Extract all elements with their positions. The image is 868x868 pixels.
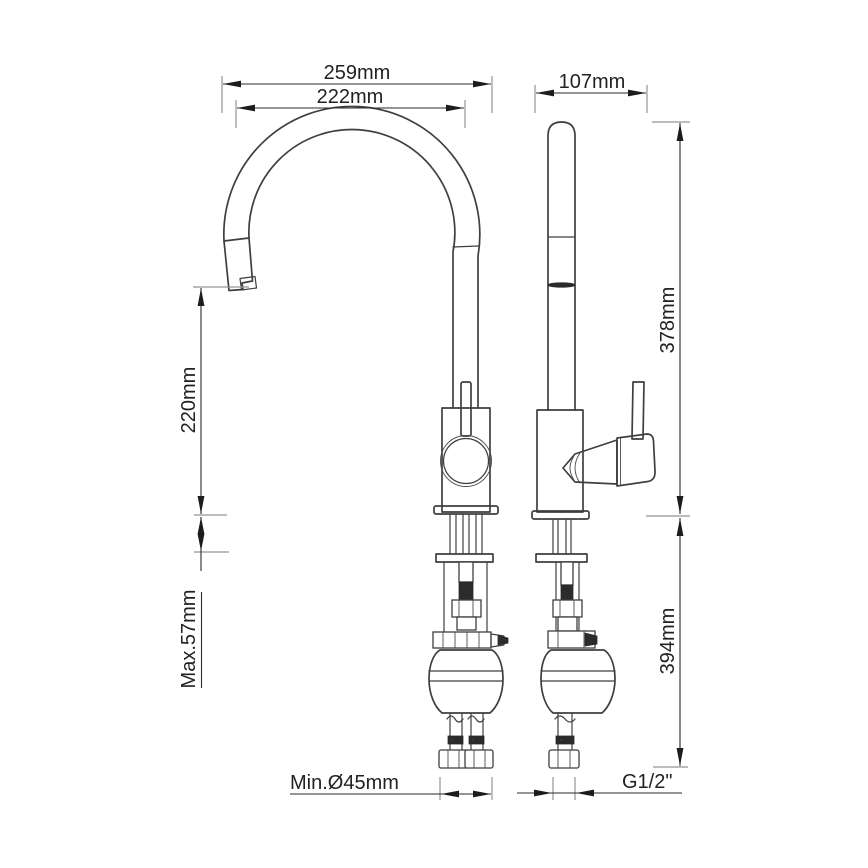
- tee-nozzle: [490, 633, 505, 648]
- dimension-height-above-deck: 378mm: [646, 121, 690, 517]
- dim-label-220mm: 220mm: [178, 367, 200, 434]
- hose-ferrule: [468, 735, 485, 745]
- spray-aerator: [239, 275, 258, 291]
- column-seam-side: [547, 282, 576, 288]
- valve-hex-side: [552, 599, 583, 618]
- weight-bulb-front: [428, 649, 504, 714]
- spray-head: [223, 237, 254, 292]
- dimension-spout-clearance: 220mm: [178, 286, 249, 516]
- elbow-fitting-tip: [584, 632, 598, 647]
- hose-ferrule-side: [555, 735, 575, 745]
- dimension-side-depth: 107mm: [534, 71, 648, 113]
- dimension-max-deck-thickness: Max.57mm: [178, 517, 229, 688]
- dimension-spout-reach-inner: 222mm: [235, 86, 466, 128]
- mounting-stud-side: [560, 561, 574, 586]
- hose-ferrule: [447, 735, 464, 745]
- flex-tails-front: [446, 712, 485, 751]
- base-flange-front: [433, 505, 499, 515]
- mounting-stud-thread: [458, 581, 474, 601]
- dim-label-394mm: 394mm: [657, 608, 679, 675]
- flex-tail-side: [554, 712, 576, 751]
- valve-neck-side: [557, 616, 578, 632]
- dimension-spout-reach-outer: 259mm: [221, 62, 493, 113]
- dimension-connection-thread: G1/2": [517, 771, 682, 800]
- handle-hub: [442, 437, 490, 485]
- handle-hub-ring: [440, 435, 492, 487]
- dim-label-107mm: 107mm: [559, 71, 626, 93]
- mounting-bracket-front: [435, 553, 494, 563]
- handle-grip: [616, 433, 656, 487]
- spout-joint-line: [452, 245, 479, 248]
- dim-label-g-half-inch: G1/2": [622, 771, 672, 793]
- weight-bulb-side: [540, 649, 616, 714]
- mounting-stud-thread-side: [560, 584, 574, 601]
- body-side: [536, 409, 584, 513]
- handle-rod-front: [460, 381, 472, 437]
- supply-tails-front: [449, 513, 483, 555]
- tee-nozzle-tip: [497, 634, 509, 646]
- body-front: [441, 407, 491, 513]
- dimension-height-below-deck: 394mm: [653, 518, 688, 768]
- valve-neck-front: [456, 616, 477, 631]
- supply-tails-side: [552, 518, 572, 555]
- mounting-stud: [458, 561, 474, 583]
- dimension-min-hole-diameter: Min.Ø45mm: [290, 772, 493, 800]
- connector-nut: [438, 749, 469, 769]
- handle-lever: [631, 381, 645, 440]
- connector-nut: [464, 749, 494, 769]
- dim-label-max57mm: Max.57mm: [178, 590, 200, 689]
- spout-outer-arc: [223, 105, 481, 409]
- dim-label-259mm: 259mm: [324, 62, 391, 84]
- valve-hex-front: [451, 599, 482, 618]
- dim-label-min-dia-45mm: Min.Ø45mm: [290, 772, 399, 794]
- dim-label-378mm: 378mm: [657, 287, 679, 354]
- faucet-front-view: [223, 105, 509, 769]
- connector-nut-side: [548, 749, 580, 769]
- column-side: [547, 121, 576, 411]
- base-flange-side: [531, 510, 590, 520]
- spout-inner-arc: [248, 128, 456, 409]
- mounting-bracket-side: [535, 553, 588, 563]
- faucet-side-view: [531, 121, 656, 769]
- tee-body-front: [432, 631, 492, 649]
- dim-label-222mm: 222mm: [317, 86, 384, 108]
